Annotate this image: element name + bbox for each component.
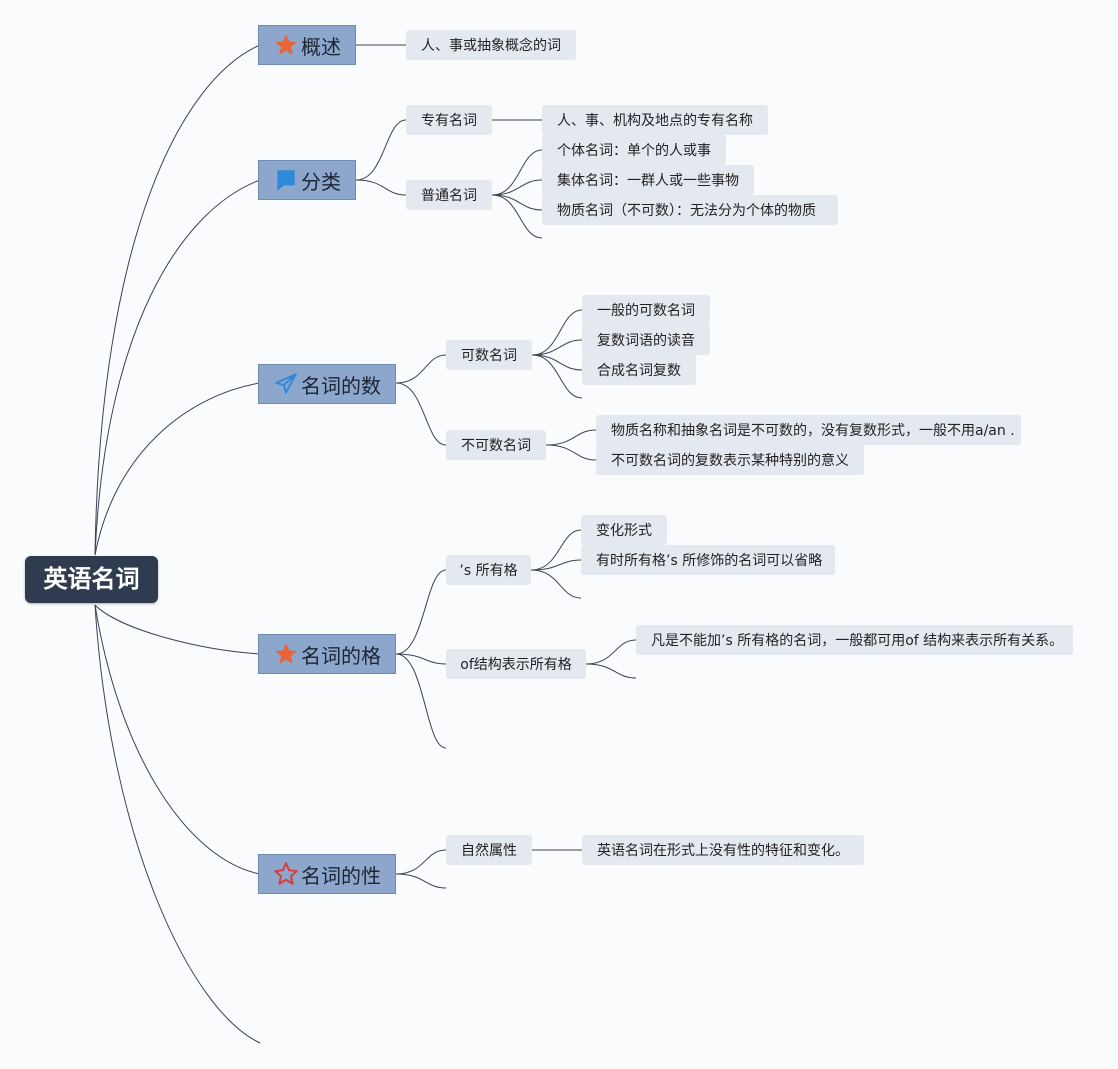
subtopic-of-structure[interactable]: of结构表示所有格	[446, 649, 586, 679]
topic-classification[interactable]: 分类	[258, 160, 356, 200]
leaf-item[interactable]: 物质名称和抽象名词是不可数的，没有复数形式，一般不用a/an .	[596, 415, 1021, 445]
star-icon	[273, 641, 299, 667]
leaf-item[interactable]: 集体名词：一群人或一些事物	[542, 165, 754, 195]
leaf-item[interactable]: 凡是不能加’s 所有格的名词，一般都可用of 结构来表示所有关系。	[636, 625, 1073, 655]
star-icon	[273, 32, 299, 58]
leaf-item[interactable]: 物质名词（不可数）：无法分为个体的物质	[542, 195, 838, 225]
topic-label: 名词的性	[301, 863, 381, 888]
root-topic[interactable]: 英语名词	[25, 556, 158, 603]
leaf-item[interactable]: 人、事或抽象概念的词	[406, 30, 576, 60]
topic-noun-case[interactable]: 名词的格	[258, 634, 396, 674]
topic-noun-number[interactable]: 名词的数	[258, 364, 396, 404]
topic-label: 名词的数	[301, 373, 381, 398]
topic-label: 名词的格	[301, 643, 381, 668]
leaf-item[interactable]: 变化形式	[581, 515, 667, 545]
topic-noun-gender[interactable]: 名词的性	[258, 854, 396, 894]
leaf-item[interactable]: 人、事、机构及地点的专有名称	[542, 105, 768, 135]
topic-label: 概述	[301, 34, 341, 59]
subtopic-common-noun[interactable]: 普通名词	[406, 180, 492, 210]
leaf-item[interactable]: 英语名词在形式上没有性的特征和变化。	[582, 835, 864, 865]
leaf-item[interactable]: 个体名词：单个的人或事	[542, 135, 726, 165]
subtopic-proper-noun[interactable]: 专有名词	[406, 105, 492, 135]
subtopic-natural-attribute[interactable]: 自然属性	[446, 835, 532, 865]
subtopic-possessive-s[interactable]: ’s 所有格	[446, 555, 531, 585]
leaf-item[interactable]: 合成名词复数	[582, 355, 696, 385]
topic-overview[interactable]: 概述	[258, 25, 356, 65]
leaf-item[interactable]: 一般的可数名词	[582, 295, 710, 325]
paper-plane-icon	[273, 371, 299, 397]
topic-label: 分类	[301, 169, 341, 194]
subtopic-countable[interactable]: 可数名词	[446, 340, 532, 370]
leaf-item[interactable]: 复数词语的读音	[582, 325, 710, 355]
subtopic-uncountable[interactable]: 不可数名词	[446, 430, 546, 460]
leaf-item[interactable]: 有时所有格’s 所修饰的名词可以省略	[581, 545, 835, 575]
leaf-item[interactable]: 不可数名词的复数表示某种特别的意义	[596, 445, 864, 475]
star-outline-icon	[273, 861, 299, 887]
flag-icon	[273, 167, 299, 193]
